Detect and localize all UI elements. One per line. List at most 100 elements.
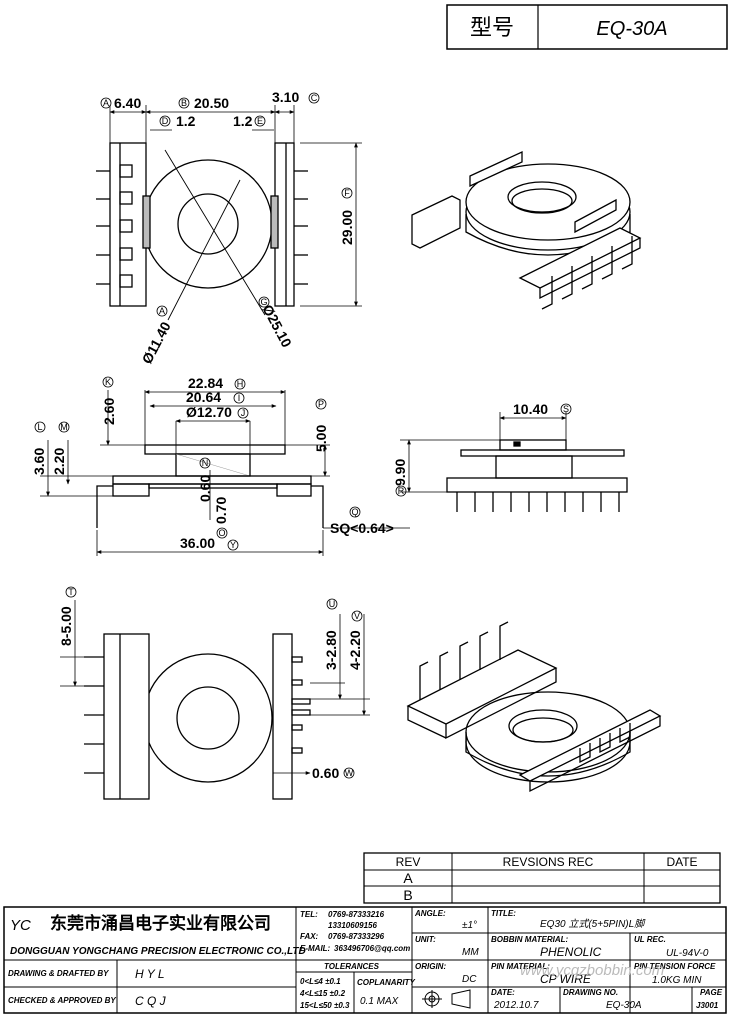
material-label: BOBBIN MATERIAL: xyxy=(491,935,569,944)
origin-value: DC xyxy=(462,974,477,985)
ul-value: UL-94V-0 xyxy=(666,948,709,959)
company-logo: YC xyxy=(10,917,31,934)
company-name-cn: 东莞市涌昌电子实业有限公司 xyxy=(50,913,271,933)
marker-a: A xyxy=(103,98,109,108)
unit-value: MM xyxy=(462,947,479,958)
marker-n: N xyxy=(202,458,209,468)
side-view-labels: 10.40 9.90 S R xyxy=(392,401,572,497)
front-view-labels: 2.60 22.84 20.64 Ø12.70 5.00 3.60 2.20 0… xyxy=(31,375,394,551)
title-block-grid xyxy=(3,906,727,1014)
dim-k-label: 2.60 xyxy=(101,398,117,425)
dim-m-label: 2.20 xyxy=(51,448,67,475)
iso-view-top xyxy=(411,150,642,310)
dim-b-label: 20.50 xyxy=(194,95,229,111)
dim-u-label: 3-2.80 xyxy=(323,630,339,670)
dim-d-label: 1.2 xyxy=(176,113,196,129)
marker-a2: A xyxy=(159,306,165,316)
tolerance-3: 15<L≤50 ±0.3 xyxy=(300,1001,350,1010)
title-block-text: YC 东莞市涌昌电子实业有限公司 DONGGUAN YONGCHANG PREC… xyxy=(8,909,723,1011)
bottom-view xyxy=(60,600,370,800)
dim-g-label: Ø25.10 xyxy=(259,302,295,350)
marker-p: P xyxy=(318,399,324,409)
dim-e-label: 1.2 xyxy=(233,113,253,129)
header-box: 型号 EQ-30A xyxy=(446,4,728,50)
front-view xyxy=(40,390,410,556)
dim-c-label: 3.10 xyxy=(272,89,299,105)
marker-u: U xyxy=(329,599,336,609)
side-view xyxy=(400,412,628,512)
drawn-value: H Y L xyxy=(135,967,165,981)
angle-label: ANGLE: xyxy=(414,909,446,918)
email-label: E-MAIL: xyxy=(300,944,331,953)
dim-i-label: 20.64 xyxy=(186,389,221,405)
projection-symbol xyxy=(422,989,471,1009)
marker-q: Q xyxy=(351,507,358,517)
dim-p-label: 5.00 xyxy=(313,425,329,452)
watermark: www.ycqzbobbin.com xyxy=(520,962,664,979)
tolerance-1: 0<L≤4 ±0.1 xyxy=(300,977,341,986)
material-value: PHENOLIC xyxy=(540,945,602,959)
dim-r-label: 9.90 xyxy=(392,459,408,486)
marker-g: G xyxy=(260,297,267,307)
origin-label: ORIGIN: xyxy=(415,962,446,971)
marker-j: J xyxy=(241,408,246,418)
page-label: PAGE xyxy=(700,988,723,997)
marker-h: H xyxy=(237,379,244,389)
dim-y-label: 36.00 xyxy=(180,535,215,551)
tel-value: 0769-87333216 xyxy=(328,910,385,919)
dim-h-label: Ø11.40 xyxy=(139,319,174,367)
checked-label: CHECKED & APPROVED BY xyxy=(8,996,116,1005)
marker-r: R xyxy=(398,486,405,496)
iso-view-bottom xyxy=(406,621,662,793)
ul-label: UL REC. xyxy=(634,935,666,944)
tolerances-label: TOLERANCES xyxy=(324,962,380,971)
dim-v-label: 4-2.20 xyxy=(347,630,363,670)
revisions-header: REVSIONS REC xyxy=(503,855,594,869)
marker-i: I xyxy=(238,393,241,403)
marker-t: T xyxy=(68,587,74,597)
coplanarity-label: COPLANARITY xyxy=(357,978,415,987)
tolerance-2: 4<L≤15 ±0.2 xyxy=(299,989,346,998)
drawn-label: DRAWING & DRAFTED BY xyxy=(8,969,109,978)
dim-w-label: 0.60 xyxy=(312,765,339,781)
title-value: EQ30 立式(5+5PIN)L脚 xyxy=(540,918,646,930)
drawing-value: EQ-30A xyxy=(606,1000,642,1011)
rev-b: B xyxy=(403,887,412,903)
dim-j-label: Ø12.70 xyxy=(186,404,232,420)
fax-value: 0769-87333296 xyxy=(328,932,385,941)
angle-value: ±1° xyxy=(462,920,477,931)
bottom-view-labels: 8-5.00 3-2.80 4-2.20 0.60 T U V W xyxy=(58,586,363,781)
revision-table xyxy=(363,852,721,904)
coplanarity-value: 0.1 MAX xyxy=(360,996,399,1007)
marker-e: E xyxy=(257,116,263,126)
fax-label: FAX: xyxy=(300,932,319,941)
tension-value: 1.0KG MIN xyxy=(652,975,702,986)
company-name-en: DONGGUAN YONGCHANG PRECISION ELECTRONIC … xyxy=(10,946,306,957)
marker-s: S xyxy=(563,404,569,414)
tel2-value: 13310609156 xyxy=(328,921,377,930)
date-value: 2012.10.7 xyxy=(493,1000,539,1011)
pin-label: PIN MATERIAL: xyxy=(491,962,550,971)
model-number: EQ-30A xyxy=(596,18,667,40)
dim-n-label: 0.60 xyxy=(197,475,213,502)
marker-k: K xyxy=(105,377,111,387)
date-header: DATE xyxy=(666,855,697,869)
revision-table-text: REV REVSIONS REC DATE A B xyxy=(396,855,698,903)
checked-value: C Q J xyxy=(135,994,167,1008)
drawing-label: DRAWING NO. xyxy=(563,988,618,997)
marker-o: O xyxy=(218,528,225,538)
marker-b: B xyxy=(181,98,187,108)
marker-v: V xyxy=(354,611,360,621)
marker-d: D xyxy=(162,116,169,126)
top-view xyxy=(96,105,362,321)
title-label: TITLE: xyxy=(491,909,516,918)
dim-a-label: 6.40 xyxy=(114,95,141,111)
marker-c: C xyxy=(311,93,318,103)
dim-f-label: 29.00 xyxy=(339,210,355,245)
marker-f: F xyxy=(344,188,350,198)
rev-a: A xyxy=(403,870,413,886)
dim-h2-label: 22.84 xyxy=(188,375,223,391)
rev-header: REV xyxy=(396,855,421,869)
dim-l-label: 3.60 xyxy=(31,448,47,475)
